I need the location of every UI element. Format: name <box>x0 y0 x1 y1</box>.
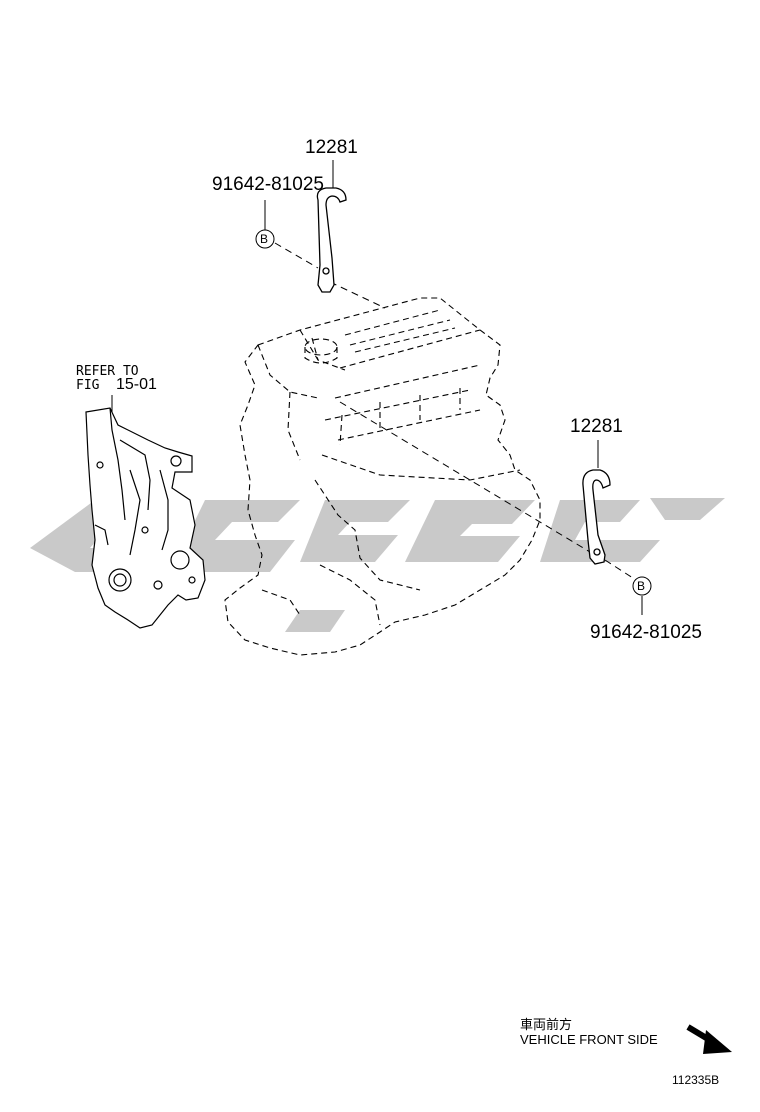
engine-hanger-bracket-right <box>582 469 611 565</box>
callout-letter-top: B <box>260 232 268 246</box>
part-number-bracket-right: 12281 <box>570 416 623 437</box>
leader-lines <box>274 242 637 581</box>
reference-figure-number: 15-01 <box>116 376 157 393</box>
illustration-id: 112335B <box>672 1073 720 1087</box>
engine-hanger-bracket-top <box>316 187 347 293</box>
direction-label-japanese: 車両前方 <box>520 1018 573 1033</box>
direction-label-english: VEHICLE FRONT SIDE <box>520 1032 658 1047</box>
reference-line-1: REFER TO <box>76 364 139 379</box>
callout-leaders <box>111 160 643 615</box>
callout-letter-right: B <box>637 579 645 593</box>
timing-cover <box>85 407 206 629</box>
callout-circle-b-right <box>632 576 652 596</box>
vehicle-front-arrow-icon <box>686 1024 732 1054</box>
cam-cover-ribs <box>344 309 456 353</box>
callout-circles <box>255 229 652 596</box>
part-number-bracket-top: 12281 <box>305 137 358 158</box>
oil-filler-cap <box>304 338 338 364</box>
callout-circle-b-top <box>255 229 275 249</box>
reference-line-2-prefix: FIG <box>76 378 100 393</box>
part-number-bolt-right: 91642-81025 <box>590 622 702 643</box>
engine-block-outline <box>224 297 541 656</box>
part-number-bolt-top: 91642-81025 <box>212 174 324 195</box>
